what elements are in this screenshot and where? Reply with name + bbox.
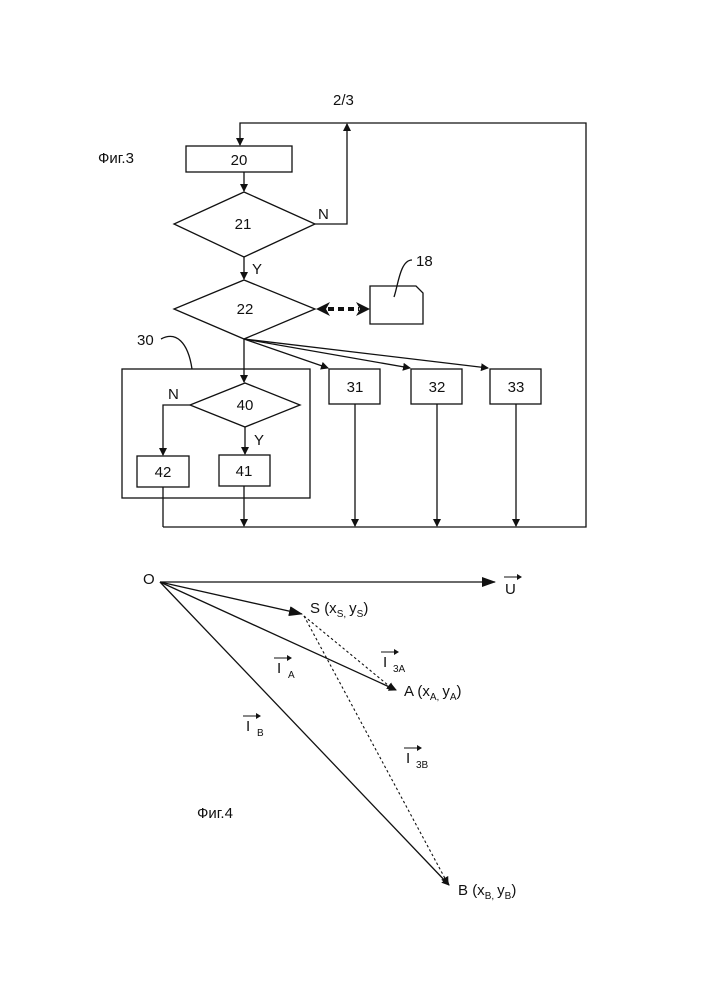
diamond-22-label: 22: [237, 301, 254, 318]
svg-text:I: I: [406, 750, 410, 767]
box-42-label: 42: [155, 464, 172, 481]
svg-text:A: A: [288, 670, 295, 681]
svg-text:B: B: [257, 728, 264, 739]
figure-3-flowchart: Фиг.3 20 21 N Y 22 18: [98, 123, 586, 527]
svg-text:3B: 3B: [416, 760, 429, 771]
storage-block-18: [370, 286, 423, 324]
vector-ia-label: I A: [274, 655, 295, 681]
loop-arrow-to-20: [240, 123, 347, 145]
arrow-22-to-32: [244, 339, 410, 368]
box-20-label: 20: [231, 152, 248, 169]
svg-text:I: I: [246, 718, 250, 735]
svg-text:I: I: [383, 654, 387, 671]
arrow-22-to-33: [244, 339, 488, 368]
label-18: 18: [416, 253, 433, 270]
diamond-21-label: 21: [235, 216, 252, 233]
label-30: 30: [137, 332, 154, 349]
svg-text:U: U: [505, 581, 516, 598]
diamond-40-label: 40: [237, 397, 254, 414]
box-41-label: 41: [236, 463, 253, 480]
vector-ib-label: I B: [243, 713, 264, 739]
origin-label: O: [143, 571, 155, 588]
figure-4-title: Фиг.4: [197, 805, 233, 822]
label-40-yes: Y: [254, 432, 264, 449]
vector-i3b: [304, 616, 448, 884]
figure-4-vector-diagram: O U S (xS,yS) A (xA,yA) B (xB,yB) I A: [143, 571, 522, 902]
svg-text:I: I: [277, 660, 281, 677]
label-21-no: N: [318, 206, 329, 223]
vector-i3b-label: I 3B: [404, 745, 429, 771]
point-a-label: A (xA,yA): [404, 683, 461, 703]
vector-i3a: [304, 616, 394, 690]
figure-3-title: Фиг.3: [98, 150, 134, 167]
page-number: 2/3: [333, 92, 354, 109]
vector-i3a-label: I 3A: [381, 649, 406, 675]
box-32-label: 32: [429, 379, 446, 396]
vector-u-label: U: [504, 574, 522, 598]
point-b-label: B (xB,yB): [458, 882, 516, 902]
vector-ib: [160, 582, 449, 885]
label-21-yes: Y: [252, 261, 262, 278]
arrow-40-no-to-42: [163, 405, 190, 455]
data-exchange-arrow-22-18: [316, 302, 370, 316]
leader-line-30: [161, 336, 192, 369]
vector-os: [160, 582, 302, 614]
box-31-label: 31: [347, 379, 364, 396]
label-40-no: N: [168, 386, 179, 403]
box-33-label: 33: [508, 379, 525, 396]
svg-text:3A: 3A: [393, 664, 406, 675]
point-s-label: S (xS,yS): [310, 600, 368, 620]
